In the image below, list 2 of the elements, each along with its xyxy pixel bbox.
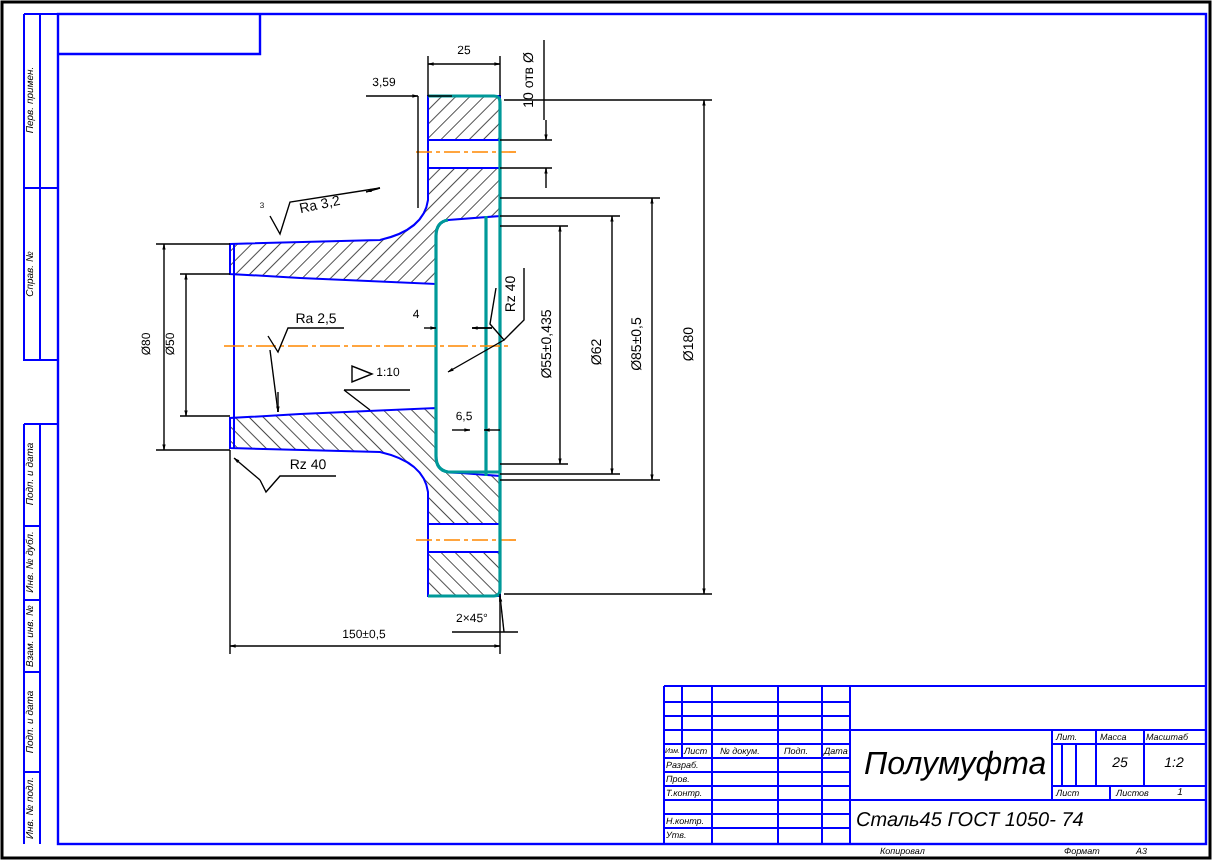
material-text: Сталь45 ГОСТ 1050- 74 [856,812,1084,832]
drawing-title: Полумуфта [864,750,1047,782]
